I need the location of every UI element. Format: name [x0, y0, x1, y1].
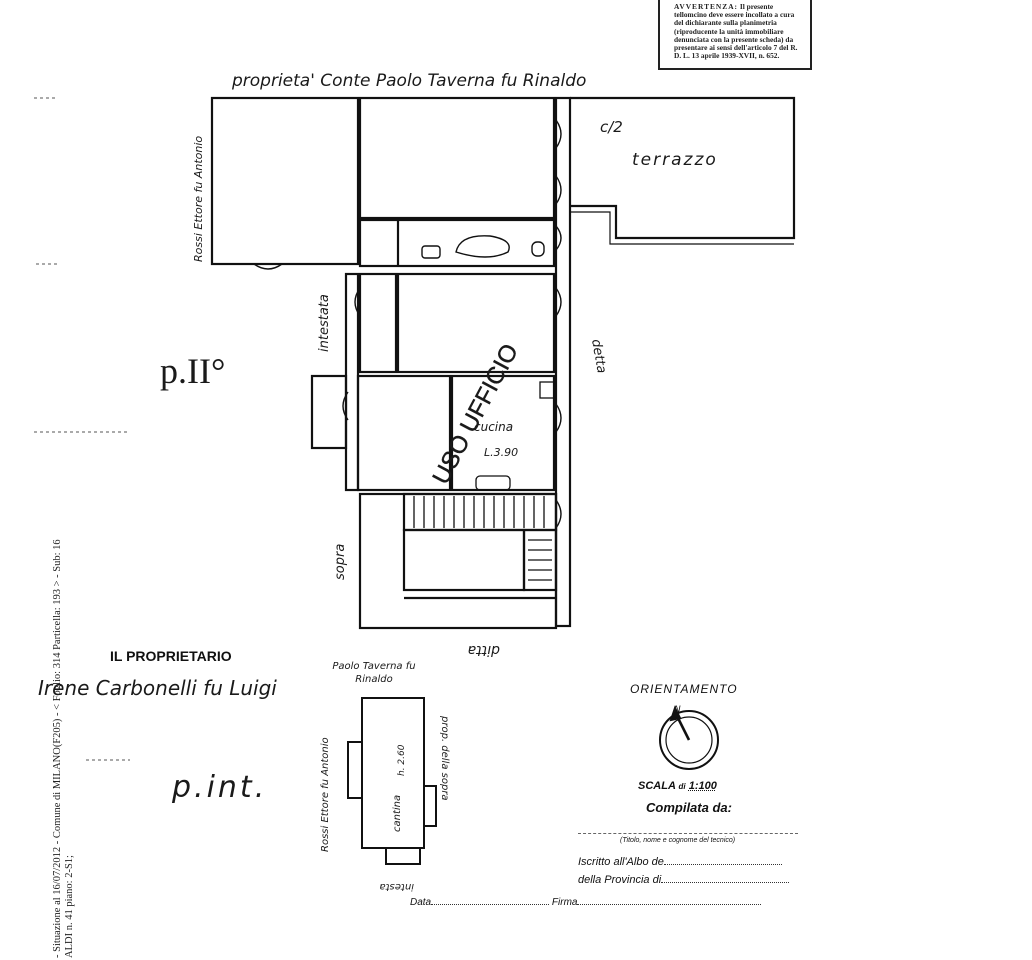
date-label: Data — [410, 897, 432, 908]
corridor — [358, 272, 398, 374]
side-stamp-line2: ALDI n. 41 piano: 2-S1; — [64, 855, 75, 958]
floor-label-interior: p.int. — [172, 770, 268, 805]
register-line: Iscritto all'Albo de — [578, 856, 782, 868]
neighbor-detta-label: detta — [588, 338, 609, 375]
owner-signature: Irene Carbonelli fu Luigi — [38, 676, 277, 700]
signature-label: Firma — [551, 897, 578, 908]
uso-ufficio-stamp: USO UFFICIO — [427, 340, 523, 489]
orientation-heading: ORIENTAMENTO — [630, 682, 738, 696]
cellar-room-label: cantina — [392, 795, 403, 832]
compass-icon — [659, 705, 719, 770]
room-top-left — [210, 96, 360, 266]
kitchen-height: L.3.90 — [484, 446, 519, 459]
terrace-outline — [570, 96, 796, 240]
neighbor-intestata-label: intestata — [317, 294, 332, 352]
cellar-height-label: h. 2.60 — [397, 744, 407, 776]
terrace-mark: c/2 — [600, 118, 623, 136]
cellar-top-label: Paolo Taverna fu Rinaldo — [332, 661, 416, 685]
room-top-middle — [358, 96, 556, 220]
floor-label-main: p.II° — [160, 351, 226, 391]
cellar-bottom-label: intesta — [380, 881, 414, 892]
cellar-left-label: Rossi Ettore fu Antonio — [320, 737, 331, 852]
neighbor-left-label: Rossi Ettore fu Antonio — [192, 136, 205, 262]
warning-text: Il presente tellomcino deve essere incol… — [674, 2, 798, 61]
owner-heading: IL PROPRIETARIO — [110, 648, 232, 664]
warning-title: AVVERTENZA: — [674, 2, 738, 11]
neighbor-ditta-label: ditta — [468, 642, 500, 658]
bathroom-fixtures — [421, 235, 545, 259]
room-middle — [396, 272, 556, 374]
side-stamp-line1: - Situazione al 16/07/2012 - Comune di M… — [52, 539, 63, 958]
register-label: Iscritto all'Albo de — [578, 856, 664, 868]
date-line: Data Firma — [410, 897, 762, 908]
warning-notice: AVVERTENZA: Il presente tellomcino deve … — [658, 0, 812, 70]
cellar-plan — [347, 697, 437, 865]
windows — [253, 119, 562, 529]
scale-row: SCALA di 1:100 — [638, 780, 717, 792]
province-line: della Provincia di — [578, 874, 790, 886]
stove — [475, 381, 555, 491]
compass-north-label: N — [674, 705, 681, 715]
compiled-by-label: Compilata da: — [646, 800, 732, 815]
stair-block — [358, 492, 558, 630]
cellar-right-label: prop. della sopra — [439, 715, 450, 801]
right-wall — [554, 96, 572, 628]
neighbor-top-label: proprieta' Conte Paolo Taverna fu Rinald… — [231, 71, 586, 91]
scale-prefix: di — [678, 782, 686, 791]
scale-value: 1:100 — [688, 780, 717, 792]
province-label: della Provincia di — [578, 874, 662, 886]
scale-label: SCALA — [638, 780, 676, 792]
neighbor-sopra-label: sopra — [333, 544, 348, 580]
stair-treads — [413, 496, 552, 581]
terrace-label: terrazzo — [632, 150, 718, 170]
technician-caption: (Titolo, nome e cognome del tecnico) — [620, 837, 736, 844]
margin-dashes — [34, 97, 130, 761]
technician-line — [578, 833, 798, 834]
kitchen-label: cucina — [474, 420, 514, 434]
bathroom — [358, 218, 556, 268]
